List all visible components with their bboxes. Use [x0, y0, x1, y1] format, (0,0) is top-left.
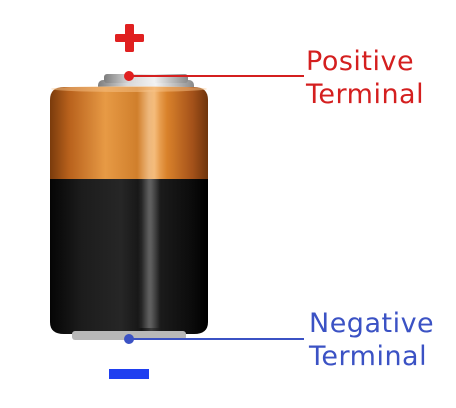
positive-leader-dot [124, 71, 134, 81]
positive-label-line1: Positive [306, 46, 415, 77]
minus-sign-icon [109, 369, 149, 379]
negative-terminal-label: Negative Terminal [309, 307, 434, 373]
negative-label-line1: Negative [309, 308, 435, 339]
plus-sign-icon [115, 24, 144, 52]
battery-body [50, 86, 208, 334]
negative-label-line2: Terminal [309, 341, 428, 372]
positive-label-line2: Terminal [306, 79, 425, 110]
positive-terminal-label: Positive Terminal [306, 45, 424, 111]
negative-leader-dot [124, 334, 134, 344]
